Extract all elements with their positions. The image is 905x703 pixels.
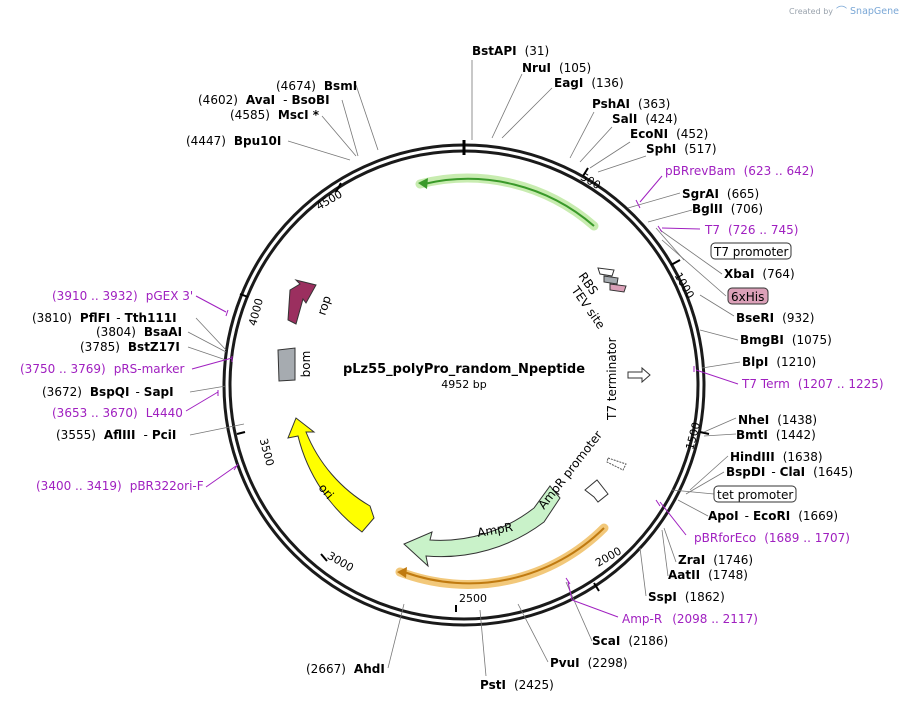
t7-terminator-feature[interactable] xyxy=(627,366,651,384)
site-bmti[interactable]: BmtI(1442) xyxy=(736,428,816,442)
ampr-feature[interactable] xyxy=(403,485,561,568)
site-hindiii[interactable]: HindIII(1638) xyxy=(730,450,823,464)
site-bpu10i[interactable]: (4447)Bpu10I xyxy=(186,134,281,148)
site-aatii[interactable]: AatII(1748) xyxy=(668,568,748,582)
ampr-promoter-label: AmpR promoter xyxy=(535,428,605,512)
site-econi[interactable]: EcoNI(452) xyxy=(630,127,708,141)
site-bspdi-clai[interactable]: BspDI-ClaI(1645) xyxy=(726,465,853,479)
green-feature-glow xyxy=(415,173,599,231)
ori-feature[interactable] xyxy=(287,417,375,533)
primer-prsmarker[interactable]: (3750 .. 3769)pRS-marker xyxy=(20,362,184,376)
primer-l4440[interactable]: (3653 .. 3670)L4440 xyxy=(52,406,183,420)
snapgene-watermark: Created by ⌒ SnapGene xyxy=(789,3,899,19)
site-avai-bsobi[interactable]: (4602)AvaI-BsoBI xyxy=(198,93,330,107)
site-pshai[interactable]: PshAI(363) xyxy=(592,97,670,111)
site-bglii[interactable]: BglII(706) xyxy=(692,202,763,216)
site-sgrai[interactable]: SgrAI(665) xyxy=(682,187,759,201)
site-nrui[interactable]: NruI(105) xyxy=(522,61,591,75)
snapgene-logo-icon: ⌒ xyxy=(836,5,848,18)
created-by-text: Created by xyxy=(789,6,834,16)
site-msci[interactable]: (4585)MscI * xyxy=(230,108,320,122)
site-xbai[interactable]: XbaI(764) xyxy=(724,267,795,281)
plasmid-length: 4952 bp xyxy=(441,378,486,391)
site-eagi[interactable]: EagI(136) xyxy=(554,76,624,90)
tick-label-3000: 3000 xyxy=(325,549,356,574)
primer-ampr[interactable]: Amp-R(2098 .. 2117) xyxy=(622,612,758,626)
site-pvui[interactable]: PvuI(2298) xyxy=(550,656,628,670)
green-feature-arrowhead xyxy=(418,178,428,189)
primer-pbrforeco[interactable]: pBRforEco(1689 .. 1707) xyxy=(694,531,850,545)
site-aflii-pcii[interactable]: (3555)AflIII-PciI xyxy=(56,428,176,442)
tick-label-3500: 3500 xyxy=(257,437,277,467)
site-sspi[interactable]: SspI(1862) xyxy=(648,590,725,604)
primer-markers xyxy=(185,175,739,618)
site-bstz17i[interactable]: (3785)BstZ17I xyxy=(80,340,180,354)
site-sphi[interactable]: SphI(517) xyxy=(646,142,717,156)
t7-promoter-label: T7 promoter xyxy=(713,245,789,259)
site-scai[interactable]: ScaI(2186) xyxy=(592,634,668,648)
brand-name: SnapGene xyxy=(850,5,899,17)
site-nhei[interactable]: NheI(1438) xyxy=(738,413,817,427)
bom-feature[interactable] xyxy=(277,347,296,382)
site-bspqi-sapi[interactable]: (3672)BspQI-SapI xyxy=(42,385,174,399)
site-bsaai[interactable]: (3804)BsaAI xyxy=(96,325,182,339)
site-sali[interactable]: SalI(424) xyxy=(612,112,678,126)
site-ahdi[interactable]: (2667)AhdI xyxy=(306,662,385,676)
his-tag-label: 6xHis xyxy=(731,290,764,304)
orange-feature-arrowhead xyxy=(397,567,407,578)
tick-label-2000: 2000 xyxy=(593,544,624,569)
site-bseri[interactable]: BseRI(932) xyxy=(736,311,814,325)
rbs-feature[interactable] xyxy=(603,275,619,285)
site-pflfi-tth111i[interactable]: (3810)PflFI-Tth111I xyxy=(32,311,177,325)
primer-pgex3[interactable]: (3910 .. 3932)pGEX 3' xyxy=(52,289,193,303)
site-bsmi[interactable]: (4674)BsmI xyxy=(276,79,357,93)
site-psti[interactable]: PstI(2425) xyxy=(480,678,554,692)
site-leader-lines xyxy=(187,60,741,677)
ampr-promoter-feature[interactable] xyxy=(584,479,609,503)
tick-marks xyxy=(236,167,710,612)
ampr-label: AmpR xyxy=(476,520,514,540)
tet-promoter-feature[interactable] xyxy=(606,457,627,471)
his-tag-feature[interactable] xyxy=(609,283,627,293)
tick-label-1500: 1500 xyxy=(683,421,703,451)
rop-feature[interactable] xyxy=(287,279,317,325)
site-apoi-ecori[interactable]: ApoI-EcoRI(1669) xyxy=(708,509,838,523)
tick-label-4500: 4500 xyxy=(314,188,345,213)
site-blpi[interactable]: BlpI(1210) xyxy=(742,355,816,369)
bom-label: bom xyxy=(299,351,313,378)
site-zrai[interactable]: ZraI(1746) xyxy=(678,553,753,567)
primer-t7term[interactable]: T7 Term(1207 .. 1225) xyxy=(741,377,884,391)
primer-pbrrevbam[interactable]: pBRrevBam(623 .. 642) xyxy=(665,164,814,178)
site-bstapi[interactable]: BstAPI(31) xyxy=(472,44,549,58)
orange-feature-arrow[interactable] xyxy=(403,527,605,585)
primer-t7[interactable]: T7(726 .. 745) xyxy=(704,223,798,237)
primer-pbr322ori[interactable]: (3400 .. 3419)pBR322ori-F xyxy=(36,479,204,493)
tick-label-2500: 2500 xyxy=(459,592,487,605)
tet-promoter-label: tet promoter xyxy=(717,488,793,502)
t7-terminator-label: T7 terminator xyxy=(605,337,619,421)
tet-promoter-box[interactable] xyxy=(713,485,797,503)
green-feature-arrow[interactable] xyxy=(423,177,595,227)
site-bmgbi[interactable]: BmgBI(1075) xyxy=(740,333,832,347)
t7-promoter-box[interactable] xyxy=(710,242,792,260)
tick-label-4000: 4000 xyxy=(246,297,266,327)
rop-label: rop xyxy=(315,294,334,317)
t7-promoter-feature[interactable] xyxy=(597,267,615,277)
his-tag-box[interactable] xyxy=(727,287,769,305)
plasmid-name: pLz55_polyPro_random_Npeptide xyxy=(343,362,585,377)
